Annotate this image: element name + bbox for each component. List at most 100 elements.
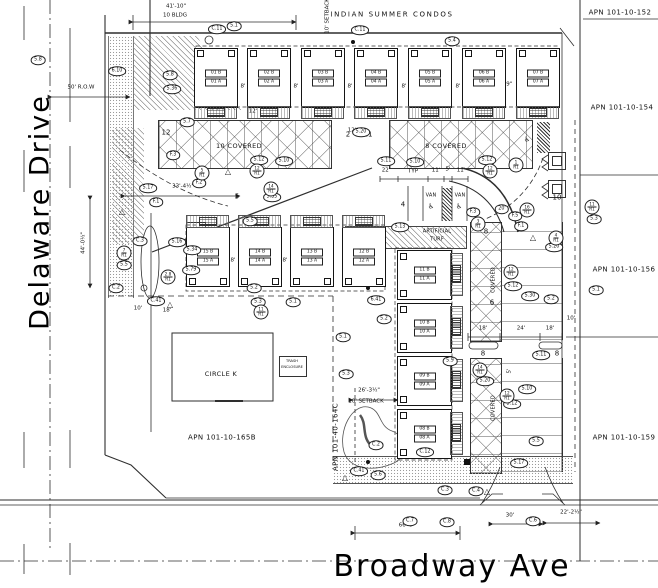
keynote-callout[interactable]: 5.1 xyxy=(285,297,301,307)
keynote-callout[interactable]: 20' xyxy=(494,204,510,214)
unit-label-a: 07 A xyxy=(527,78,549,87)
keynote-callout[interactable]: 5.1 xyxy=(226,21,242,31)
keynote-callout[interactable]: F.1 xyxy=(149,197,163,207)
ac-unit xyxy=(260,108,278,117)
keynote-callout[interactable]: C.41 xyxy=(350,466,368,476)
dimension-label: 44'-0½" xyxy=(80,232,87,254)
keynote-callout[interactable]: 5.9 xyxy=(442,356,458,366)
keynote-callout[interactable]: 5.13 xyxy=(391,222,409,232)
keynote-callout[interactable]: F.3 xyxy=(466,207,480,217)
keynote-callout[interactable]: C.12 xyxy=(416,447,434,457)
keynote-callout[interactable]: C.11 xyxy=(208,24,226,34)
keynote-callout[interactable]: 5.2 xyxy=(543,294,559,304)
keynote-callout[interactable]: C.2 xyxy=(108,283,124,293)
keynote-callout[interactable]: 5.5 xyxy=(242,216,258,226)
roof-feature-icon xyxy=(400,396,407,403)
detail-number: 12 xyxy=(502,390,512,397)
keynote-callout[interactable]: 5.1 xyxy=(588,285,604,295)
keynote-callout[interactable]: 5.20 xyxy=(476,376,494,386)
area-label: COVERED xyxy=(490,395,497,421)
keynote-callout[interactable]: 6.10 xyxy=(108,66,126,76)
keynote-callout[interactable]: C.2 xyxy=(368,440,384,450)
unit-label-b: 08 B xyxy=(413,425,436,434)
keynote-callout[interactable]: 5.2 xyxy=(376,314,392,324)
keynote-callout[interactable]: 5.34 xyxy=(183,245,201,255)
keynote-callout[interactable]: 5.1 xyxy=(335,332,351,342)
detail-number: 3 xyxy=(475,218,481,225)
keynote-callout[interactable]: 5.5 xyxy=(528,436,544,446)
keynote-callout[interactable]: 5.20 xyxy=(352,127,370,137)
keynote-callout[interactable]: 5.8 xyxy=(162,70,178,80)
keynote-callout[interactable]: 5.8 xyxy=(30,55,46,65)
unit-label-a: 08 A xyxy=(413,434,436,443)
keynote-callout[interactable]: 5.30 xyxy=(521,291,539,301)
keynote-callout[interactable]: 5.10 xyxy=(406,157,424,167)
keynote-callout[interactable]: 5.7 xyxy=(179,117,195,127)
keynote-callout[interactable]: 5.36 xyxy=(163,84,181,94)
dimension-label: 8' xyxy=(282,257,288,264)
open-parking-col-lower xyxy=(500,358,563,472)
keynote-callout[interactable]: 5.3 xyxy=(586,214,602,224)
keynote-callout[interactable]: 5.17 xyxy=(510,458,528,468)
unit-label-b: 07 B xyxy=(527,69,549,78)
keynote-callout[interactable]: C.41 xyxy=(147,296,165,306)
ac-unit xyxy=(199,217,217,226)
keynote-callout[interactable]: C.8 xyxy=(439,517,455,527)
keynote-callout[interactable]: 5.12 xyxy=(504,281,522,291)
detail-number: 14 xyxy=(266,183,276,190)
roof-feature-icon xyxy=(411,50,418,57)
unit-label-b: 02 B xyxy=(258,69,280,78)
apn-label: APN 101-10-154 xyxy=(590,103,654,112)
keynote-callout[interactable]: 5.10 xyxy=(275,156,293,166)
keynote-callout[interactable]: C.3 xyxy=(132,236,148,246)
keynote-callout[interactable]: 5.16 xyxy=(168,237,186,247)
keynote-callout[interactable]: F.1 xyxy=(514,221,528,231)
keynote-callout[interactable]: C.7 xyxy=(402,516,418,526)
keynote-callout[interactable]: 5.10 xyxy=(518,384,536,394)
keynote-callout[interactable]: C.6 xyxy=(525,516,541,526)
keynote-callout[interactable]: C.4 xyxy=(468,486,484,496)
apn-label: APN 101-10-165B xyxy=(188,433,256,442)
keynote-callout[interactable]: C.3 xyxy=(437,485,453,495)
keynote-callout[interactable]: 6.41 xyxy=(367,295,385,305)
roof-feature-icon xyxy=(376,278,383,285)
keynote-callout[interactable]: 5.5 xyxy=(116,260,132,270)
keynote-callout[interactable]: C.11 xyxy=(351,25,369,35)
revision-triangle-icon: △ xyxy=(341,473,349,482)
roof-feature-icon xyxy=(388,50,395,57)
keynote-callout[interactable]: 5.3 xyxy=(338,369,354,379)
keynote-callout[interactable]: 5.11 xyxy=(532,350,550,360)
keynote-callout[interactable]: F.5 xyxy=(508,211,522,221)
keynote-callout[interactable]: 5.11 xyxy=(377,156,395,166)
keynote-callout[interactable]: 5.79 xyxy=(182,265,200,275)
keynote-callout[interactable]: F.3 xyxy=(166,150,180,160)
ac-unit xyxy=(207,108,225,117)
street-name-broadway: Broadway Ave xyxy=(333,549,571,584)
keynote-callout[interactable]: 5.17 xyxy=(139,183,157,193)
keynote-callout[interactable]: 5.4 xyxy=(444,36,460,46)
keynote-callout[interactable]: 5.2 xyxy=(246,283,262,293)
area-label: TURF xyxy=(430,236,444,243)
dimension-label: 18' xyxy=(545,325,555,332)
keynote-callout[interactable]: 5.6 xyxy=(370,470,386,480)
stall-count: 2 xyxy=(345,130,351,139)
